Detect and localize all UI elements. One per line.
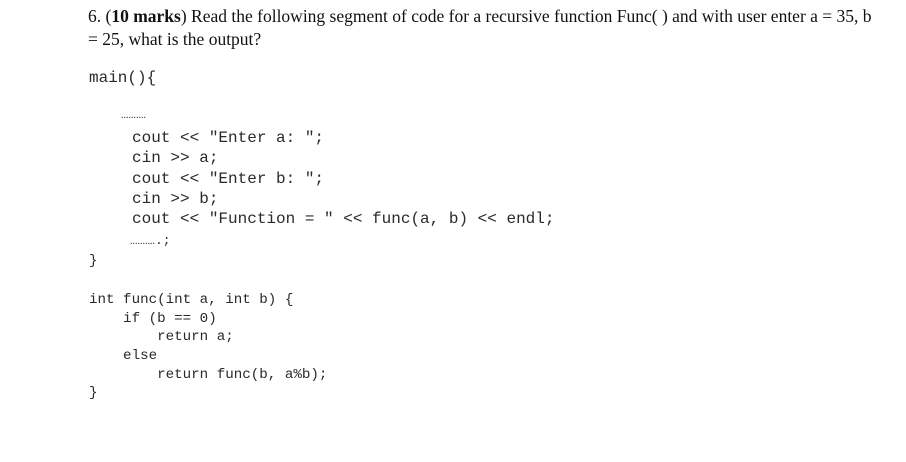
code-line: cout << "Enter b: "; xyxy=(132,169,325,188)
marks-label: 10 marks xyxy=(111,6,181,26)
question-text: Read the following segment of code for a… xyxy=(88,6,872,49)
question-number: 6. xyxy=(88,6,102,26)
ellipsis-top: .......... xyxy=(121,110,146,121)
func-definition-code: int func(int a, int b) { if (b == 0) ret… xyxy=(89,291,327,403)
code-line: cin >> b; xyxy=(132,189,219,208)
ellipsis-bottom: ...........; xyxy=(130,233,171,248)
code-line: cout << "Function = " << func(a, b) << e… xyxy=(132,210,555,229)
question-prompt: 6. (10 marks) Read the following segment… xyxy=(88,5,878,51)
ellipsis-bottom-dots: .......... xyxy=(130,236,155,247)
code-line: if (b == 0) xyxy=(89,310,217,327)
code-line: return func(b, a%b); xyxy=(89,366,328,383)
code-line: else xyxy=(89,348,158,365)
main-body-code: cout << "Enter a: "; cin >> a;cout << "En… xyxy=(132,128,554,229)
main-close-brace: } xyxy=(89,253,98,269)
code-line: return a; xyxy=(89,329,234,346)
code-line: } xyxy=(89,385,98,402)
main-signature: main(){ xyxy=(89,69,157,87)
code-line: cout << "Enter a: "; xyxy=(132,129,325,147)
marks-open-paren: ( xyxy=(105,6,112,26)
code-line: cin >> a; xyxy=(132,149,219,168)
marks-close-paren: ) xyxy=(180,6,187,26)
code-line: int func(int a, int b) { xyxy=(89,292,294,308)
ellipsis-bottom-suffix: .; xyxy=(155,233,171,248)
